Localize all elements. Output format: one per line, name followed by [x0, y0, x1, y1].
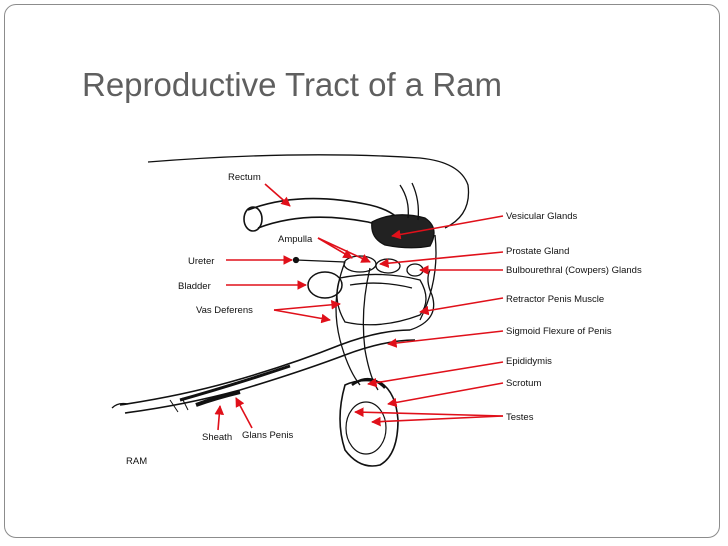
- label-epididymis: Epididymis: [506, 356, 552, 367]
- label-vas-deferens: Vas Deferens: [196, 305, 253, 316]
- arrow-rectum: [264, 183, 291, 207]
- diagram-labels: Rectum Ampulla Ureter Bladder Vas Defere…: [126, 172, 642, 467]
- annotation-arrows: [214, 183, 504, 431]
- label-bulbourethral-glands: Bulbourethral (Cowpers) Glands: [506, 265, 642, 276]
- slide-frame: [4, 4, 720, 538]
- body-outline: [147, 154, 470, 229]
- label-rectum: Rectum: [228, 172, 261, 183]
- arrow-vas-deferens-2: [273, 300, 341, 311]
- label-retractor-penis-muscle: Retractor Penis Muscle: [506, 294, 604, 305]
- arrow-vesicular-glands: [391, 215, 504, 240]
- arrow-testes-1: [371, 415, 504, 427]
- label-ampulla: Ampulla: [278, 234, 313, 245]
- arrow-ampulla-2: [317, 237, 371, 263]
- arrow-vas-deferens-1: [273, 309, 331, 324]
- label-glans-penis: Glans Penis: [242, 430, 293, 441]
- label-testes: Testes: [506, 412, 534, 423]
- bladder-shape: [307, 271, 343, 299]
- anatomy-drawing: [111, 154, 470, 467]
- arrow-testes-2: [354, 407, 504, 418]
- label-vesicular-glands: Vesicular Glands: [506, 211, 578, 222]
- penis-shaft: [119, 329, 416, 414]
- arrow-sheath: [214, 405, 225, 431]
- arrow-scrotum: [387, 382, 504, 408]
- label-bladder: Bladder: [178, 281, 211, 292]
- slide-title: Reproductive Tract of a Ram: [82, 66, 503, 103]
- testis-shape: [345, 401, 387, 455]
- label-sheath: Sheath: [202, 432, 232, 443]
- label-ureter: Ureter: [188, 256, 214, 267]
- arrow-retractor: [419, 297, 504, 316]
- arrow-epididymis: [367, 361, 504, 388]
- vesicular-glands-shape: [371, 214, 435, 249]
- arrow-glans-penis: [235, 397, 253, 429]
- label-prostate-gland: Prostate Gland: [506, 246, 569, 257]
- label-scrotum: Scrotum: [506, 378, 541, 389]
- label-ram: RAM: [126, 456, 147, 467]
- arrow-sigmoid: [387, 330, 504, 348]
- arrow-prostate: [379, 251, 504, 268]
- label-sigmoid-flexure: Sigmoid Flexure of Penis: [506, 326, 612, 337]
